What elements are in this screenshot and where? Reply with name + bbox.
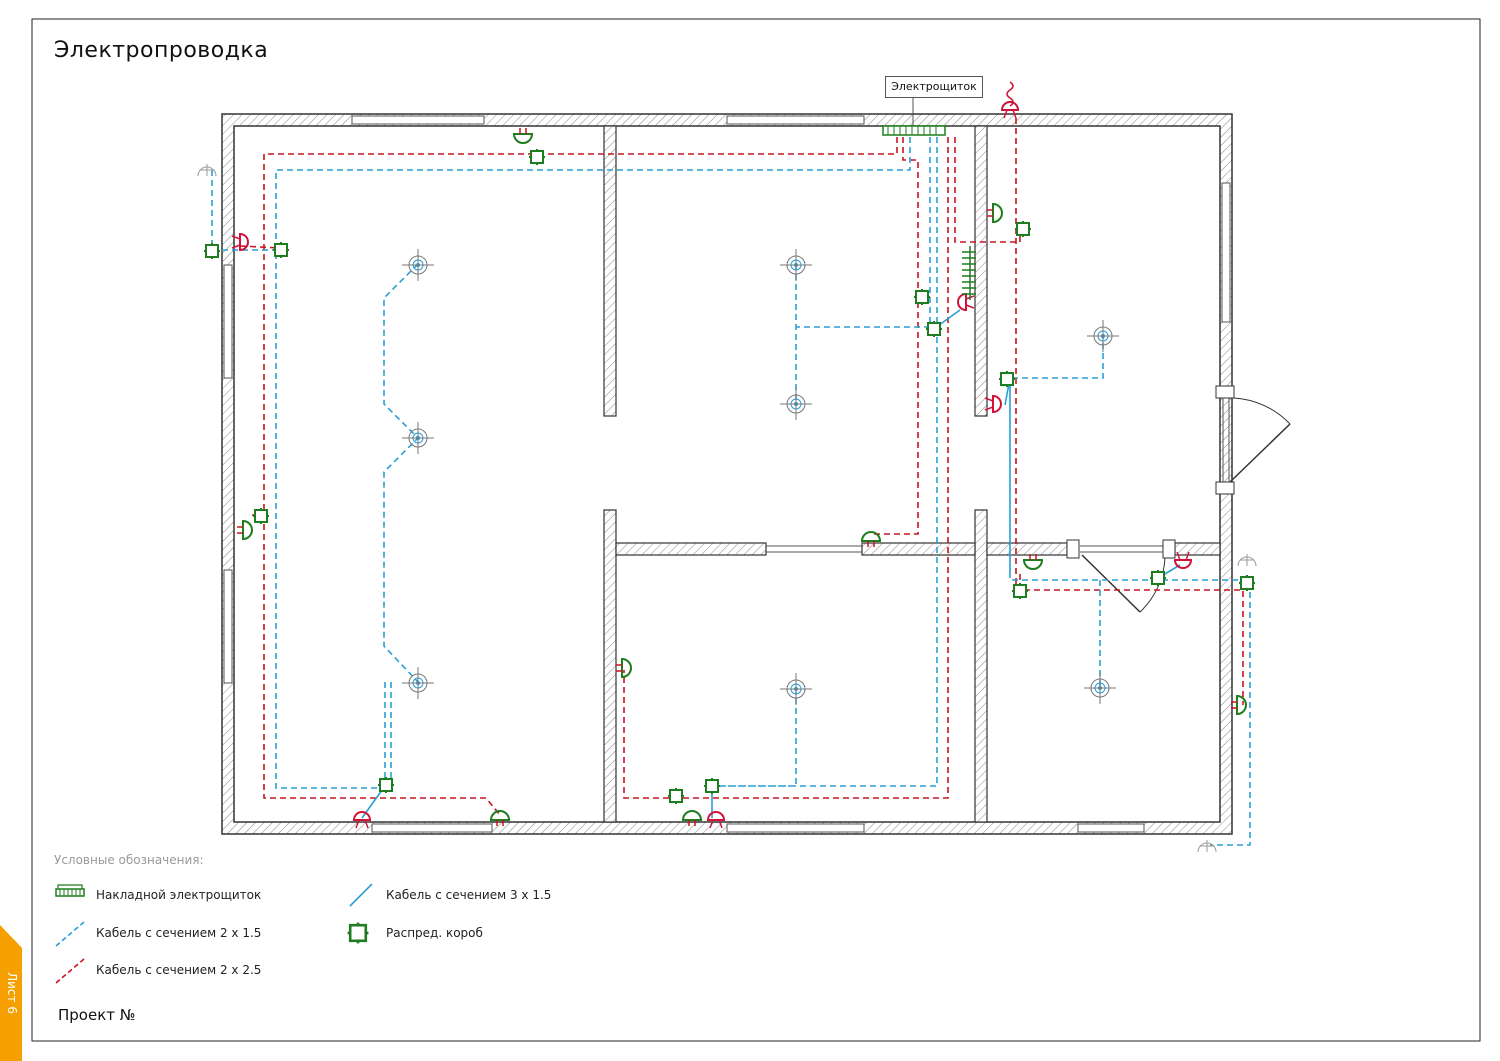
outdoor-lamps	[197, 164, 1257, 853]
cables-2x15	[211, 137, 1251, 846]
legend-item-panel: Накладной электрощиток	[96, 888, 262, 902]
sockets-red	[231, 101, 1193, 829]
junction-boxes	[203, 148, 1256, 805]
sheet-tab-shape	[0, 925, 22, 1061]
project-label: Проект №	[58, 1006, 136, 1024]
cables-2x25	[239, 118, 1244, 816]
legend-cable-2x25-icon	[55, 958, 85, 984]
legend-panel-icon	[55, 884, 85, 897]
switch-block	[962, 246, 976, 300]
legend-junction-box-icon	[346, 921, 370, 945]
legend-item-cable-2x25: Кабель с сечением 2 x 2.5	[96, 963, 262, 977]
legend-item-junction-box: Распред. короб	[386, 926, 483, 940]
legend-title: Условные обозначения:	[54, 853, 204, 867]
legend-cable-2x15-icon	[55, 921, 85, 947]
legend-symbols	[55, 883, 373, 984]
sockets-green	[236, 127, 1247, 827]
legend-cable-3x15-icon	[349, 883, 373, 907]
legend-item-cable-2x15: Кабель с сечением 2 x 1.5	[96, 926, 262, 940]
legend-item-cable-3x15: Кабель с сечением 3 x 1.5	[386, 888, 552, 902]
electrical-panel	[882, 96, 946, 136]
cables-3x15	[361, 309, 1181, 819]
panel-callout-label: Электрощиток	[885, 76, 983, 98]
walls	[221, 113, 1291, 835]
ceiling-lamps	[401, 248, 1120, 706]
sheet-frame	[31, 18, 1481, 1042]
windows	[223, 115, 1231, 833]
entry-cable-icon	[1006, 81, 1014, 107]
page-title: Электропроводка	[54, 38, 269, 63]
sheet-number: Лист 6	[5, 972, 19, 1014]
